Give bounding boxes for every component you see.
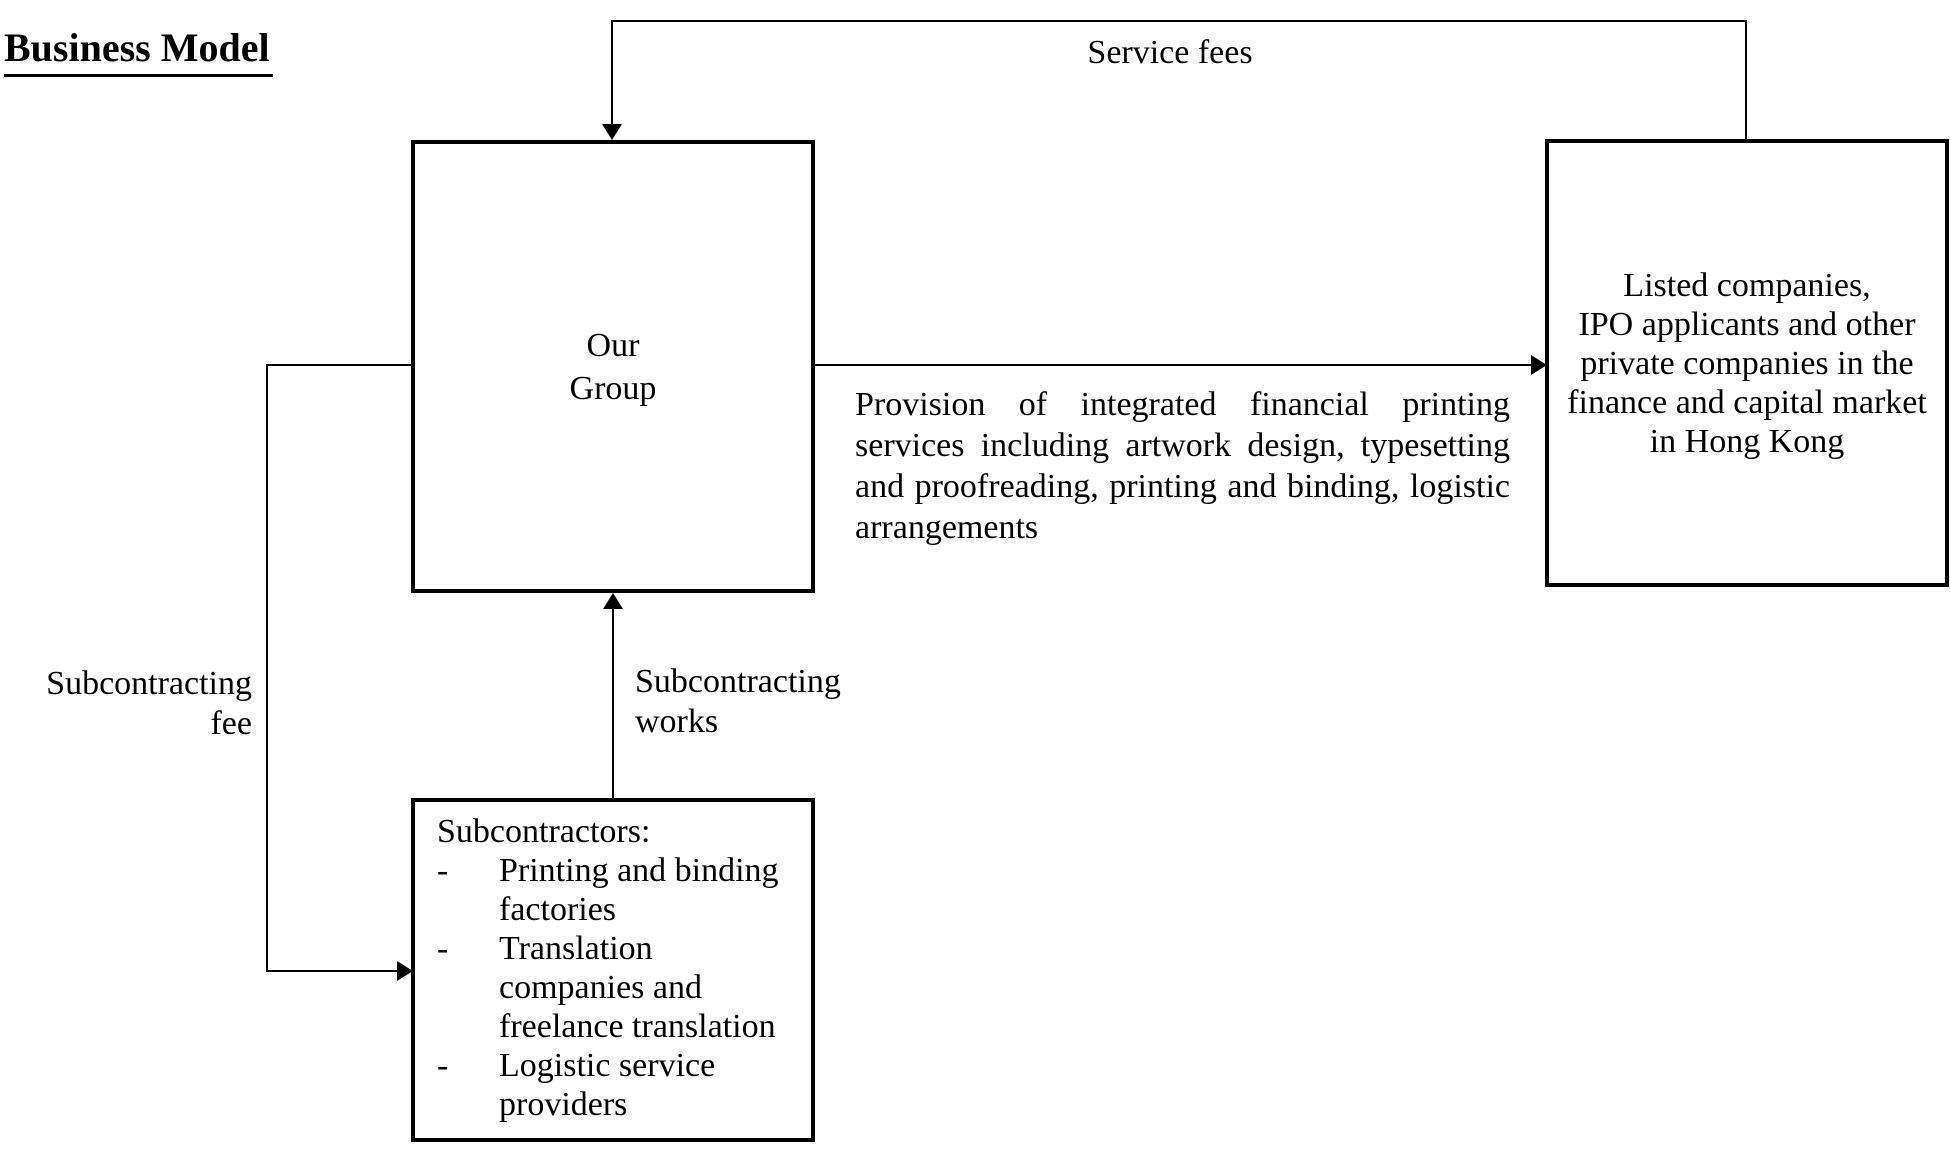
list-item-dash: - bbox=[437, 1047, 449, 1084]
edge-label-subcontracting-fee: Subcontracting fee bbox=[46, 665, 252, 742]
node-clients-label: Listed companies, IPO applicants and oth… bbox=[1567, 266, 1927, 460]
list-item-dash: - bbox=[437, 852, 449, 889]
list-item-label: Translation companies and freelance tran… bbox=[499, 930, 776, 1045]
list-item: - Translation companies and freelance tr… bbox=[437, 929, 803, 1046]
page-title: Business Model bbox=[4, 24, 273, 77]
connector-fee-vertical bbox=[266, 364, 268, 972]
arrowhead-right-icon bbox=[1531, 355, 1547, 375]
list-item-label: Logistic service providers bbox=[499, 1047, 716, 1123]
edge-label-subcontracting-works: Subcontracting works bbox=[635, 663, 841, 740]
node-subcontractors: Subcontractors: - Printing and binding f… bbox=[411, 798, 815, 1142]
list-item: - Logistic service providers bbox=[437, 1046, 803, 1124]
arrowhead-down-icon bbox=[602, 124, 622, 140]
list-item-dash: - bbox=[437, 930, 449, 967]
connector-fee-bottom-horizontal bbox=[266, 970, 397, 972]
node-our-group-label: Our Group bbox=[569, 326, 657, 407]
connector-provision-horizontal bbox=[815, 364, 1531, 366]
arrowhead-up-icon bbox=[603, 593, 623, 609]
connector-fee-top-horizontal bbox=[267, 364, 411, 366]
subcontractors-heading: Subcontractors: bbox=[437, 813, 651, 850]
connector-works-vertical bbox=[612, 608, 614, 798]
edge-label-service-fees: Service fees bbox=[1087, 34, 1253, 71]
connector-service-fees-horizontal bbox=[611, 20, 1747, 22]
node-our-group: Our Group bbox=[411, 140, 815, 593]
list-item-label: Printing and binding factories bbox=[499, 852, 779, 928]
node-clients: Listed companies, IPO applicants and oth… bbox=[1545, 139, 1949, 587]
list-item: - Printing and binding factories bbox=[437, 851, 803, 929]
arrowhead-right-icon bbox=[397, 961, 413, 981]
connector-service-fees-right-vertical bbox=[1745, 20, 1747, 139]
connector-service-fees-left-vertical bbox=[611, 20, 613, 124]
edge-label-provision: Provision of integrated financial printi… bbox=[855, 386, 1510, 546]
